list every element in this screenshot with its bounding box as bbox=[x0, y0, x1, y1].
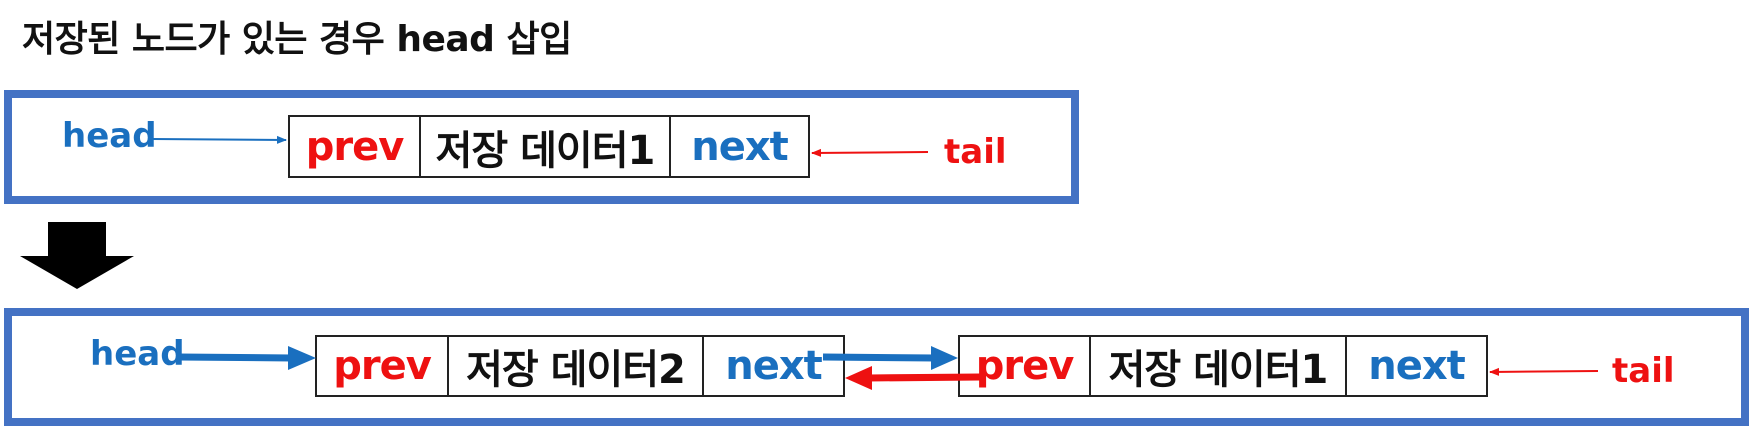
node-data-cell: 저장 데이터1 bbox=[1089, 337, 1345, 395]
node-prev-cell: prev bbox=[975, 343, 1075, 389]
tail-pointer-label: tail bbox=[1612, 351, 1675, 391]
node-data-cell: 저장 데이터1 bbox=[419, 117, 669, 176]
head-pointer-label: head bbox=[90, 334, 185, 374]
node-data-cell: 저장 데이터2 bbox=[447, 337, 702, 395]
node-prev-cell: prev bbox=[333, 343, 432, 389]
head-arrow bbox=[151, 135, 287, 144]
head-pointer-label: head bbox=[62, 116, 157, 156]
page-title: 저장된 노드가 있는 경우 head 삽입 bbox=[22, 19, 572, 60]
node-next-cell: next bbox=[669, 117, 808, 176]
after-panel bbox=[4, 308, 1749, 426]
down-arrow-icon bbox=[20, 222, 134, 289]
next-link-arrow bbox=[822, 346, 958, 370]
head-arrow bbox=[177, 346, 316, 370]
node-data1: prev 저장 데이터1 next bbox=[288, 115, 810, 178]
tail-arrow bbox=[1489, 367, 1599, 376]
prev-link-arrow bbox=[845, 366, 981, 390]
before-panel bbox=[4, 90, 1079, 204]
node-data2: prev 저장 데이터2 next bbox=[315, 335, 845, 397]
tail-arrow bbox=[811, 148, 929, 157]
node-next-cell: next bbox=[1345, 337, 1486, 395]
tail-pointer-label: tail bbox=[944, 132, 1007, 172]
node-prev-cell: prev bbox=[305, 123, 405, 170]
node-next-cell: next bbox=[702, 337, 843, 395]
node-data1: prev 저장 데이터1 next bbox=[958, 335, 1488, 397]
